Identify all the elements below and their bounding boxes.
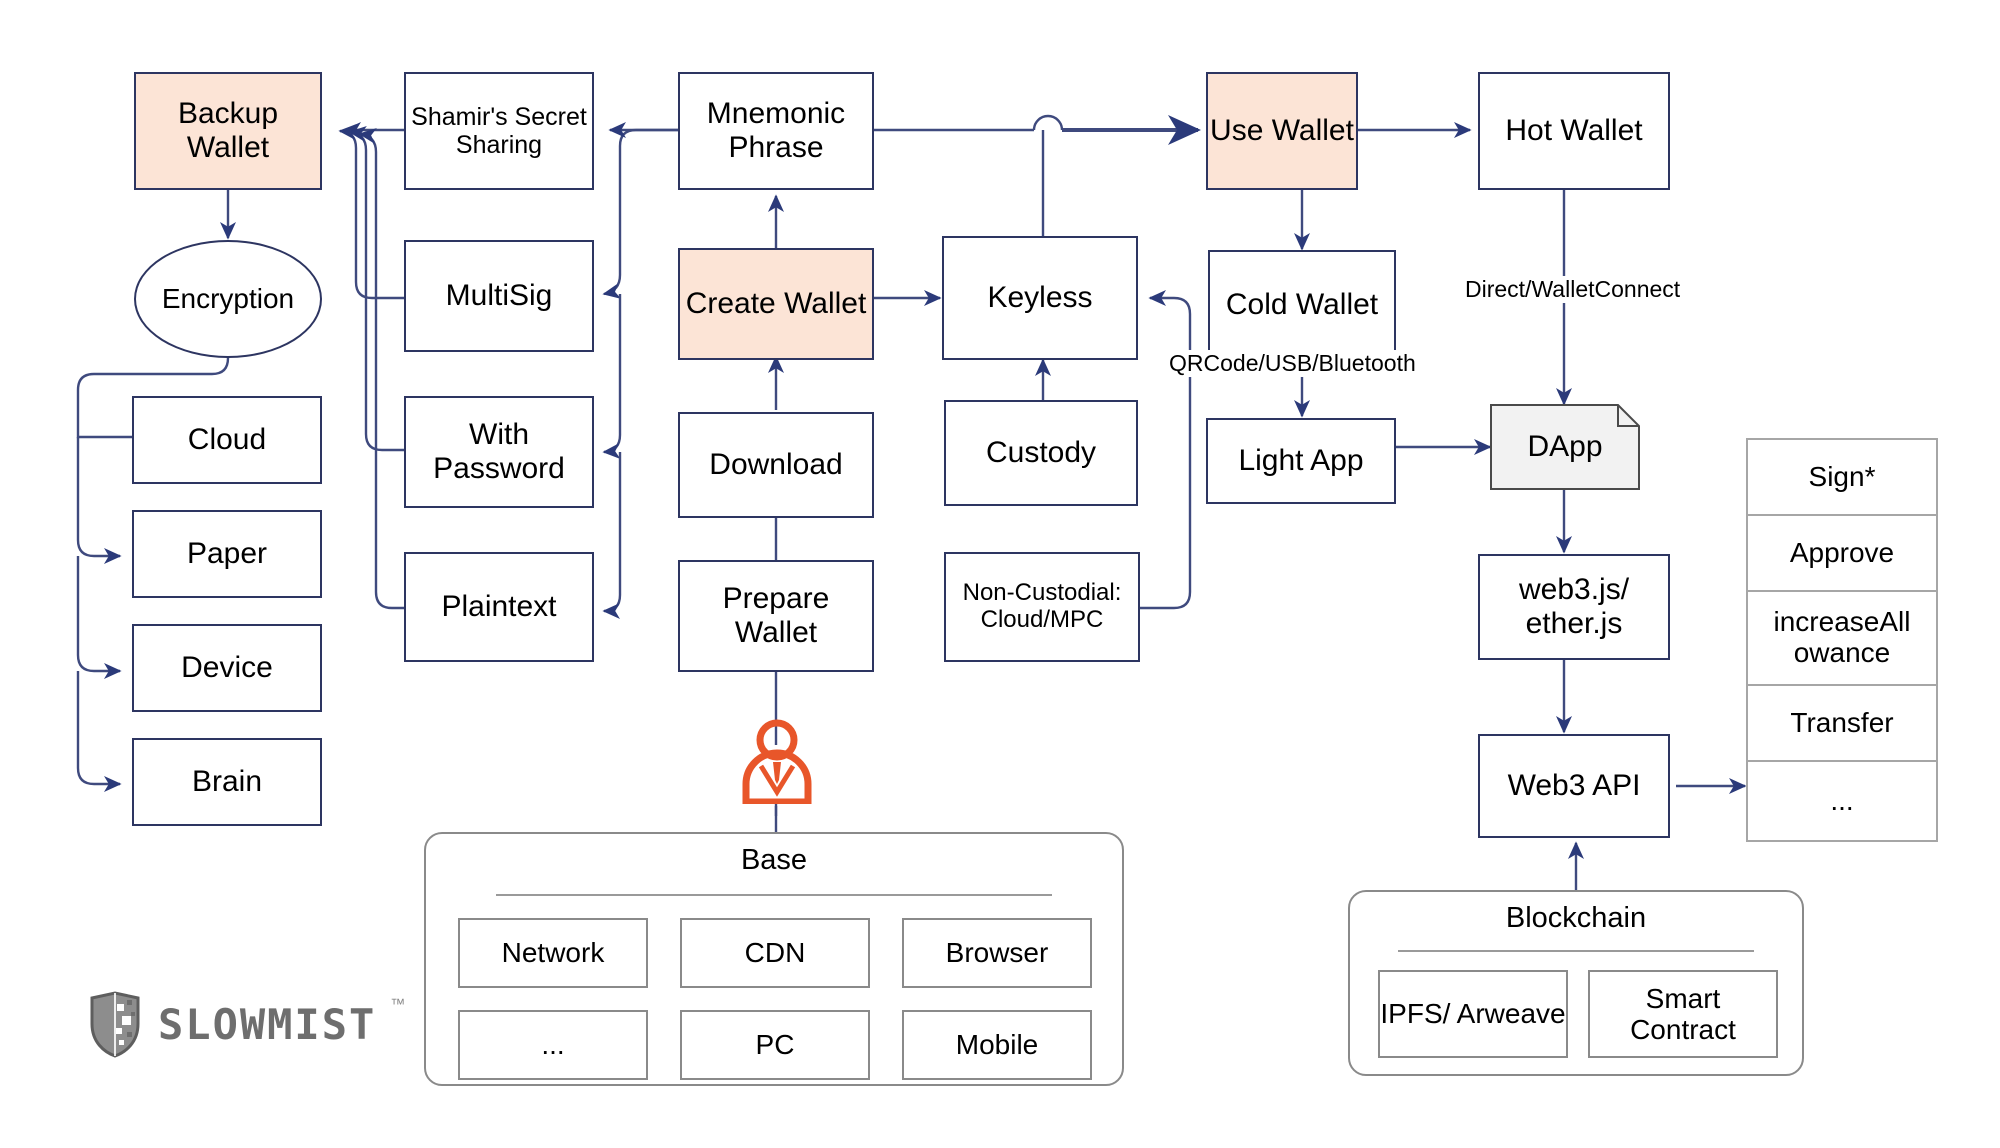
node-encryption-label: Encryption (161, 283, 295, 315)
node-keyless[interactable]: Keyless (942, 236, 1138, 360)
node-light-app-label: Light App (1238, 444, 1364, 478)
chip-blockchain-smart-contract[interactable]: Smart Contract (1588, 970, 1778, 1058)
action-item-increase-allowance[interactable]: increaseAll owance (1748, 592, 1936, 686)
group-blockchain-title: Blockchain (1505, 902, 1647, 934)
action-item-more-label: ... (1830, 784, 1854, 816)
node-custody-label: Custody (985, 436, 1097, 470)
node-shamir-secret-sharing-label: Shamir's Secret Sharing (411, 103, 587, 159)
node-with-password[interactable]: With Password (404, 396, 594, 508)
node-multisig[interactable]: MultiSig (404, 240, 594, 352)
user-actor-icon (740, 718, 814, 806)
chip-base-more-label: ... (541, 1029, 565, 1061)
node-device[interactable]: Device (132, 624, 322, 712)
action-item-approve-label: Approve (1789, 536, 1895, 568)
node-cold-wallet-label: Cold Wallet (1225, 288, 1379, 322)
node-download[interactable]: Download (678, 412, 874, 518)
node-plaintext-label: Plaintext (441, 590, 557, 624)
node-create-wallet-label: Create Wallet (685, 287, 867, 321)
node-backup-wallet[interactable]: Backup Wallet (134, 72, 322, 190)
chip-base-pc-label: PC (755, 1029, 795, 1061)
node-download-label: Download (709, 448, 843, 482)
chip-base-cdn-label: CDN (744, 937, 806, 969)
chip-base-mobile-label: Mobile (955, 1029, 1039, 1061)
edge-label-direct-walletconnect: Direct/WalletConnect (1462, 276, 1684, 303)
chip-base-cdn[interactable]: CDN (680, 918, 870, 988)
action-item-increase-allowance-label: increaseAll owance (1773, 606, 1911, 668)
chip-base-more[interactable]: ... (458, 1010, 648, 1080)
chip-blockchain-ipfs-label: IPFS/ Arweave (1380, 998, 1566, 1030)
chip-base-network[interactable]: Network (458, 918, 648, 988)
node-encryption[interactable]: Encryption (134, 240, 322, 358)
node-dapp-label: DApp (1527, 430, 1603, 464)
node-light-app[interactable]: Light App (1206, 418, 1396, 504)
node-use-wallet[interactable]: Use Wallet (1206, 72, 1358, 190)
node-hot-wallet[interactable]: Hot Wallet (1478, 72, 1670, 190)
node-cloud[interactable]: Cloud (132, 396, 322, 484)
node-web3js-etherjs[interactable]: web3.js/ ether.js (1478, 554, 1670, 660)
group-base-divider (496, 894, 1052, 896)
chip-blockchain-smart-contract-label: Smart Contract (1630, 982, 1736, 1045)
node-dapp[interactable]: DApp (1490, 404, 1640, 490)
chip-blockchain-ipfs-arweave[interactable]: IPFS/ Arweave (1378, 970, 1568, 1058)
shield-icon (90, 991, 140, 1058)
action-item-transfer[interactable]: Transfer (1748, 686, 1936, 762)
chip-base-browser-label: Browser (945, 937, 1049, 969)
node-plaintext[interactable]: Plaintext (404, 552, 594, 662)
action-item-sign-label: Sign* (1808, 460, 1876, 492)
action-item-more[interactable]: ... (1748, 762, 1936, 840)
node-backup-wallet-label: Backup Wallet (177, 97, 279, 164)
node-keyless-label: Keyless (987, 281, 1093, 315)
node-paper[interactable]: Paper (132, 510, 322, 598)
action-item-transfer-label: Transfer (1790, 706, 1894, 738)
node-brain-label: Brain (191, 765, 263, 799)
node-web3-api[interactable]: Web3 API (1478, 734, 1670, 838)
node-prepare-wallet-label: Prepare Wallet (722, 582, 830, 649)
chip-base-network-label: Network (501, 937, 605, 969)
node-prepare-wallet[interactable]: Prepare Wallet (678, 560, 874, 672)
chip-base-mobile[interactable]: Mobile (902, 1010, 1092, 1080)
slowmist-trademark: ™ (390, 996, 406, 1013)
node-device-label: Device (181, 651, 273, 685)
node-paper-label: Paper (186, 537, 268, 571)
edge-label-direct-text: Direct/WalletConnect (1465, 276, 1681, 302)
slowmist-wordmark: SLOWMIST (158, 999, 377, 1049)
edge-label-qrcode-usb-bluetooth: QRCode/USB/Bluetooth (1166, 350, 1419, 377)
node-non-custodial-label: Non-Custodial: Cloud/MPC (962, 579, 1122, 633)
node-multisig-label: MultiSig (445, 279, 553, 313)
group-blockchain: Blockchain IPFS/ Arweave Smart Contract (1348, 890, 1804, 1076)
node-mnemonic-phrase-label: Mnemonic Phrase (706, 97, 846, 164)
edge-label-qrcode-text: QRCode/USB/Bluetooth (1169, 350, 1416, 376)
action-item-sign[interactable]: Sign* (1748, 440, 1936, 516)
node-cold-wallet[interactable]: Cold Wallet (1208, 250, 1396, 360)
slowmist-logo: SLOWMIST ™ (86, 990, 405, 1058)
node-shamir-secret-sharing[interactable]: Shamir's Secret Sharing (404, 72, 594, 190)
node-use-wallet-label: Use Wallet (1210, 114, 1354, 148)
dapp-document-shape (1490, 404, 1640, 490)
node-web3js-etherjs-label: web3.js/ ether.js (1518, 573, 1630, 640)
group-base-title: Base (740, 844, 808, 876)
actions-list: Sign* Approve increaseAll owance Transfe… (1746, 438, 1938, 842)
node-with-password-label: With Password (433, 418, 565, 485)
node-hot-wallet-label: Hot Wallet (1505, 114, 1643, 148)
node-non-custodial[interactable]: Non-Custodial: Cloud/MPC (944, 552, 1140, 662)
node-cloud-label: Cloud (187, 423, 267, 457)
node-create-wallet[interactable]: Create Wallet (678, 248, 874, 360)
node-custody[interactable]: Custody (944, 400, 1138, 506)
node-web3-api-label: Web3 API (1507, 769, 1641, 803)
node-brain[interactable]: Brain (132, 738, 322, 826)
group-base: Base Network CDN Browser ... PC Mobile (424, 832, 1124, 1086)
chip-base-browser[interactable]: Browser (902, 918, 1092, 988)
action-item-approve[interactable]: Approve (1748, 516, 1936, 592)
group-blockchain-divider (1398, 950, 1754, 952)
chip-base-pc[interactable]: PC (680, 1010, 870, 1080)
node-mnemonic-phrase[interactable]: Mnemonic Phrase (678, 72, 874, 190)
